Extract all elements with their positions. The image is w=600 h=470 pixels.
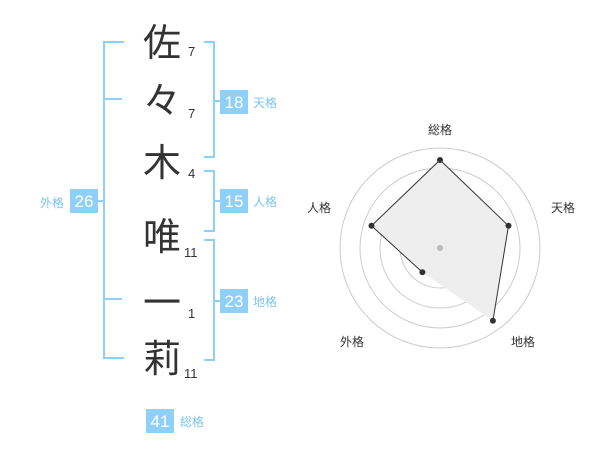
radar-label-gaikaku: 外格 xyxy=(340,334,364,349)
radar-ring-5 xyxy=(339,147,541,349)
name-char-1: 佐 xyxy=(143,21,181,65)
chikaku-bracket xyxy=(204,239,215,361)
radar-point-4 xyxy=(368,222,375,229)
radar-label-tenkaku: 天格 xyxy=(551,200,575,215)
chikaku-value: 23 xyxy=(225,292,244,311)
name-char-4: 唯 xyxy=(143,215,181,259)
radar-center-dot xyxy=(437,245,443,251)
name-char-3: 木 xyxy=(143,141,181,185)
gaikaku-badge: 外格 26 xyxy=(40,189,98,213)
name-char-6: 莉 xyxy=(143,337,181,381)
tenkaku-bracket xyxy=(204,41,215,158)
jinkaku-badge: 15 人格 xyxy=(220,189,277,213)
gaikaku-label: 外格 xyxy=(40,195,64,210)
stroke-count-4: 11 xyxy=(184,245,198,260)
radar-area xyxy=(371,160,509,321)
chikaku-label: 地格 xyxy=(253,294,277,309)
stroke-count-5: 1 xyxy=(188,306,195,321)
soukaku-badge: 41 総格 xyxy=(146,409,204,433)
radar-point-1 xyxy=(505,222,512,229)
gaikaku-value: 26 xyxy=(75,192,94,211)
stroke-count-3: 4 xyxy=(188,166,195,181)
name-char-5: 一 xyxy=(143,281,181,325)
radar-points xyxy=(368,157,512,324)
radar-point-3 xyxy=(419,269,426,276)
chikaku-badge: 23 地格 xyxy=(220,289,277,313)
name-char-2: 々 xyxy=(143,79,181,123)
soukaku-label: 総格 xyxy=(180,414,204,429)
jinkaku-label: 人格 xyxy=(253,194,277,209)
stroke-count-2: 7 xyxy=(188,106,195,121)
name-column: 佐 7 々 7 木 4 唯 11 一 1 莉 11 xyxy=(143,21,198,381)
radar-label-jinkaku: 人格 xyxy=(307,200,331,215)
tenkaku-badge: 18 天格 xyxy=(220,90,277,114)
radar-point-0 xyxy=(437,157,443,163)
stroke-count-1: 7 xyxy=(188,44,195,59)
brackets xyxy=(92,41,220,361)
radar-point-2 xyxy=(489,317,496,324)
radar-chart: 総格 天格 地格 外格 人格 xyxy=(307,122,575,349)
tenkaku-value: 18 xyxy=(225,93,244,112)
jinkaku-bracket xyxy=(204,170,215,232)
jinkaku-value: 15 xyxy=(225,192,244,211)
soukaku-value: 41 xyxy=(151,412,170,431)
radar-label-chikaku: 地格 xyxy=(511,334,535,349)
stroke-count-6: 11 xyxy=(184,366,198,381)
radar-label-soukaku: 総格 xyxy=(428,122,452,137)
tenkaku-label: 天格 xyxy=(253,95,277,110)
gaikaku-bracket xyxy=(103,41,124,359)
